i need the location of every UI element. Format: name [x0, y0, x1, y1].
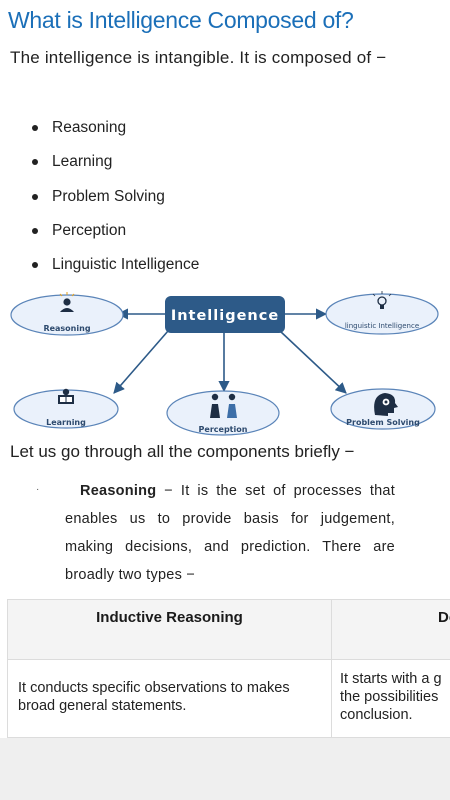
center-node-label: Intelligence [171, 308, 279, 324]
table-header-row: Inductive Reasoning De [7, 599, 450, 660]
table-header-inductive: Inductive Reasoning [7, 599, 332, 660]
reasoning-types-table: Inductive Reasoning De It conducts speci… [7, 599, 450, 738]
bullet-marker: · [36, 484, 40, 495]
list-item: Reasoning [0, 114, 199, 148]
head-gear-icon [374, 393, 398, 416]
intelligence-diagram: Intelligence Reasoning linguistic Intell [8, 289, 442, 438]
list-item: Linguistic Intelligence [0, 251, 199, 285]
list-item: Perception [0, 217, 199, 251]
component-description: − It is the set of processes that enable… [65, 483, 396, 583]
list-item: Problem Solving [0, 183, 199, 217]
list-item: Learning [0, 148, 199, 182]
component-term: Reasoning [80, 483, 157, 499]
center-node [165, 296, 285, 333]
intro-paragraph: The intelligence is intangible. It is co… [10, 48, 387, 67]
arrow-to-learning [113, 330, 169, 394]
perception-node [166, 390, 280, 436]
idea-bulb-icon [372, 291, 392, 309]
table-cell: It starts with a g the possibilities con… [331, 659, 450, 738]
table-header-deductive: De [331, 599, 450, 660]
diagram-svg: Intelligence Reasoning linguistic Intell [8, 289, 442, 438]
book-reader-icon [58, 388, 74, 404]
linguistic-node-label: linguistic Intelligence [345, 322, 419, 330]
component-list: Reasoning Learning Problem Solving Perce… [0, 114, 199, 285]
problem-solving-node-label: Problem Solving [346, 418, 420, 427]
table-cell: It conducts specific observations to mak… [7, 659, 332, 738]
page-title: What is Intelligence Composed of? [8, 7, 354, 33]
learning-node-label: Learning [46, 418, 86, 427]
component-item-reasoning: Reasoning − It is the set of processes t… [65, 477, 395, 589]
table-row: It conducts specific observations to mak… [7, 659, 450, 738]
article-page: What is Intelligence Composed of? The in… [0, 0, 450, 738]
lightbulb-person-icon [59, 292, 75, 312]
arrow-to-problem-solving [279, 330, 347, 394]
reasoning-node-label: Reasoning [43, 324, 90, 333]
components-lead: Let us go through all the components bri… [10, 442, 355, 461]
people-talking-icon [210, 393, 237, 418]
perception-node-label: Perception [199, 425, 248, 434]
